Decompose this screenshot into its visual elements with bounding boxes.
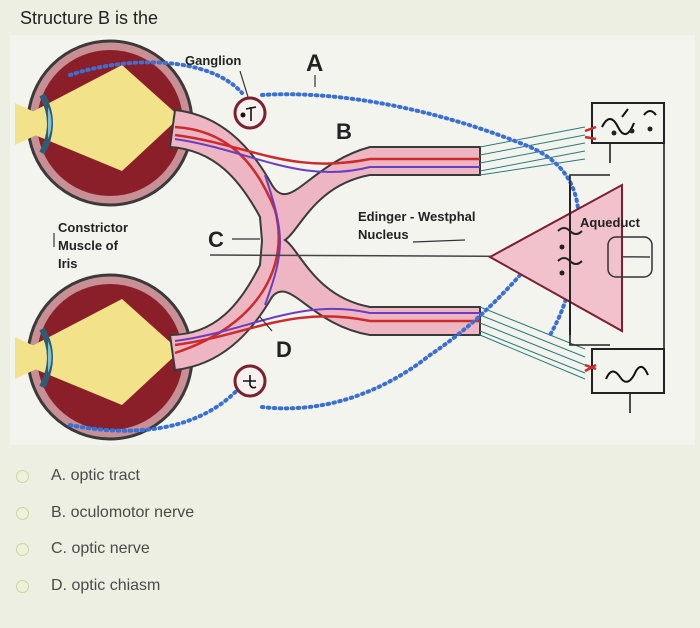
- option-c-text: optic nerve: [71, 540, 150, 557]
- diagram-svg: Ganglion A B C D Constrictor Muscle of I…: [10, 35, 695, 445]
- connecting-lines: [569, 125, 665, 413]
- label-edinger-line1: Edinger - Westphal: [358, 209, 476, 224]
- label-b: B: [336, 119, 352, 144]
- option-b-radio[interactable]: [16, 506, 29, 520]
- option-d-letter: D.: [51, 577, 67, 594]
- label-ganglion: Ganglion: [185, 53, 241, 68]
- bottom-eye: [15, 273, 194, 441]
- option-a[interactable]: A. optic tract: [16, 464, 296, 488]
- optic-pathway: [168, 108, 651, 372]
- pupillary-reflex-diagram: Ganglion A B C D Constrictor Muscle of I…: [10, 35, 695, 445]
- option-a-text: optic tract: [70, 467, 140, 484]
- option-b-letter: B.: [51, 504, 67, 521]
- option-a-letter: A.: [51, 467, 67, 484]
- option-b-text: oculomotor nerve: [70, 504, 195, 521]
- ganglion-bottom: [233, 364, 267, 398]
- ganglion-top: [233, 96, 267, 130]
- option-a-radio[interactable]: [16, 469, 29, 483]
- label-constrictor-line1: Constrictor: [58, 220, 128, 235]
- option-b[interactable]: B. oculomotor nerve: [16, 501, 296, 525]
- option-c[interactable]: C. optic nerve: [16, 537, 296, 561]
- option-d-text: optic chiasm: [71, 577, 161, 594]
- label-edinger-line2: Nucleus: [358, 227, 409, 242]
- label-constrictor-line3: Iris: [58, 256, 78, 271]
- option-c-radio[interactable]: [16, 542, 29, 556]
- label-c: C: [208, 227, 224, 252]
- label-constrictor-line2: Muscle of: [58, 238, 119, 253]
- option-d-radio[interactable]: [16, 579, 29, 593]
- right-box-top: [584, 102, 665, 144]
- label-a: A: [306, 50, 323, 77]
- tract-hatching: [479, 126, 586, 380]
- label-aqueduct: Aqueduct: [580, 215, 641, 230]
- question-text: Structure B is the: [20, 8, 159, 28]
- option-c-letter: C.: [51, 540, 67, 557]
- option-d[interactable]: D. optic chiasm: [16, 574, 296, 598]
- right-box-bottom: [584, 348, 665, 394]
- midbrain-nucleus: [487, 183, 653, 335]
- leader-lines: [53, 70, 466, 332]
- label-d: D: [276, 337, 292, 362]
